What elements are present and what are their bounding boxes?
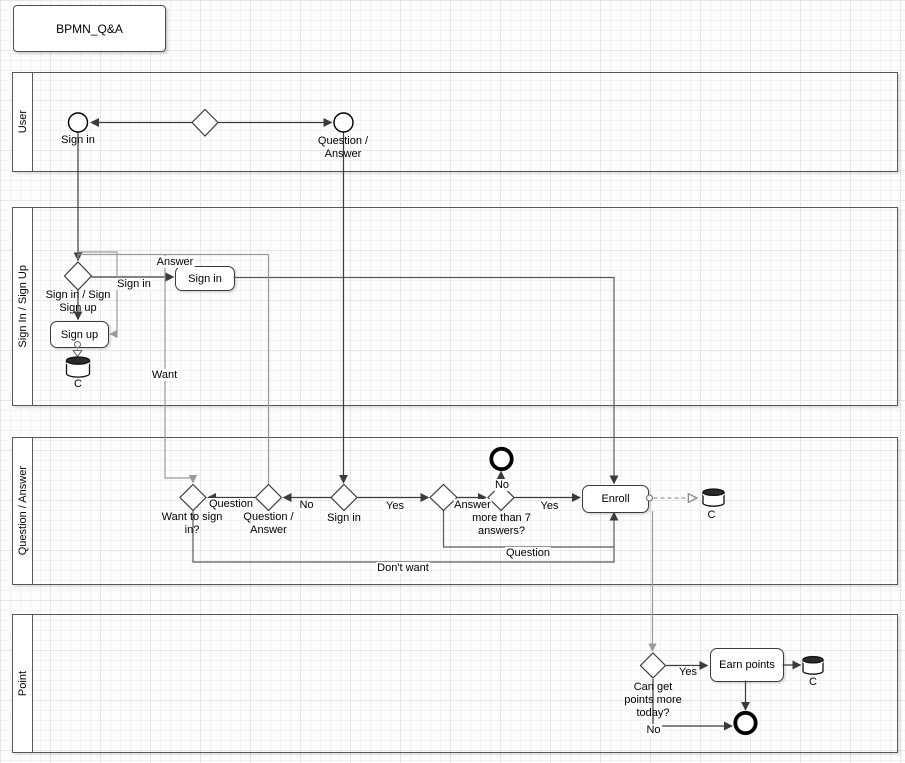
label-gateway-more-than-7: more than 7 answers? bbox=[472, 511, 531, 537]
task-enroll[interactable]: Enroll bbox=[582, 485, 649, 513]
task-earn-points-label: Earn points bbox=[719, 659, 775, 671]
diagram-title-box[interactable]: BPMN_Q&A bbox=[13, 5, 166, 52]
lane-point-header[interactable]: Point bbox=[13, 615, 33, 752]
edge-label-yes-points: Yes bbox=[678, 665, 698, 678]
edge-label-question-route: Question bbox=[504, 547, 552, 559]
edge-label-sign-in: Sign in bbox=[116, 277, 152, 290]
label-event-question-answer: Question / Answer bbox=[317, 135, 369, 160]
lane-user-header[interactable]: User bbox=[13, 73, 33, 171]
lane-question-answer-header[interactable]: Question / Answer bbox=[13, 438, 33, 584]
edge-label-yes-signed-in: Yes bbox=[385, 499, 405, 512]
end-event-answers[interactable] bbox=[489, 446, 514, 472]
association-source-dot bbox=[73, 340, 82, 349]
task-earn-points[interactable]: Earn points bbox=[710, 648, 784, 682]
edge-label-answer: Answer bbox=[453, 499, 492, 511]
edge-label-question: Question bbox=[207, 497, 255, 510]
end-event-points[interactable] bbox=[733, 710, 758, 736]
label-datastore-enroll: C bbox=[707, 508, 716, 521]
lane-point-label: Point bbox=[16, 670, 29, 697]
label-gateway-can-get-points: Can get points more today? bbox=[624, 680, 682, 719]
lane-sign-in-sign-up[interactable]: Sign In / Sign Up bbox=[12, 207, 898, 406]
datastore-points[interactable] bbox=[802, 655, 824, 675]
edge-side-to-sign-up[interactable] bbox=[78, 251, 118, 339]
gateway-sign-in-sign-up[interactable] bbox=[63, 261, 93, 291]
gateway-user[interactable] bbox=[191, 108, 219, 137]
label-datastore-points: C bbox=[809, 675, 817, 688]
label-gateway-want-to-sign-in: Want to sign in? bbox=[161, 511, 223, 536]
lane-question-answer-label: Question / Answer bbox=[16, 466, 29, 556]
start-event-sign-in[interactable] bbox=[67, 112, 89, 133]
edge-label-yes-answers: Yes bbox=[539, 499, 560, 512]
lane-question-answer[interactable]: Question / Answer bbox=[12, 437, 898, 585]
association-source-dot-enroll bbox=[645, 494, 654, 502]
edge-label-no-points: No bbox=[645, 723, 662, 736]
gateway-question-answer[interactable] bbox=[254, 483, 283, 512]
task-enroll-label: Enroll bbox=[601, 493, 630, 505]
edge-want-to-want-gateway[interactable] bbox=[164, 254, 198, 484]
gateway-question-or-answer[interactable] bbox=[429, 483, 458, 512]
lane-sign-in-sign-up-label: Sign In / Sign Up bbox=[16, 265, 29, 348]
edge-label-dont-want: Don't want bbox=[376, 561, 430, 574]
label-gateway-sign-in: Sign in bbox=[327, 511, 361, 524]
task-sign-in-label: Sign in bbox=[188, 272, 222, 285]
label-start-sign-in: Sign in bbox=[61, 134, 95, 146]
label-gateway-question-answer: Question / Answer bbox=[243, 511, 294, 536]
lane-user-label: User bbox=[16, 110, 29, 134]
label-datastore-sign-up: C bbox=[74, 378, 82, 390]
datastore-enroll[interactable] bbox=[702, 488, 725, 507]
gateway-can-get-points[interactable] bbox=[639, 652, 667, 679]
edge-sign-in-task-to-enroll[interactable] bbox=[233, 276, 619, 485]
task-sign-in[interactable]: Sign in bbox=[175, 266, 235, 291]
task-sign-up-label: Sign up bbox=[60, 328, 99, 341]
edge-label-answer-top: Answer bbox=[155, 255, 195, 268]
gateway-want-to-sign-in[interactable] bbox=[179, 483, 207, 512]
gateway-more-than-7[interactable] bbox=[487, 483, 515, 512]
lane-user[interactable]: User bbox=[12, 72, 898, 172]
gateway-sign-in[interactable] bbox=[330, 483, 358, 512]
event-question-answer[interactable] bbox=[333, 112, 354, 133]
edge-label-want: Want bbox=[150, 368, 179, 381]
lane-point[interactable]: Point bbox=[12, 614, 898, 753]
label-gateway-sign-in-sign-up: Sign in / Sign Sign up bbox=[45, 289, 111, 314]
association-open-arrow bbox=[72, 349, 83, 358]
edge-answer-return[interactable] bbox=[77, 253, 270, 485]
edge-label-no-answers: No bbox=[493, 478, 511, 491]
diagram-title: BPMN_Q&A bbox=[56, 21, 123, 36]
edge-label-no-signed-in: No bbox=[298, 499, 315, 511]
lane-sign-in-sign-up-header[interactable]: Sign In / Sign Up bbox=[13, 208, 33, 405]
datastore-sign-up[interactable] bbox=[65, 356, 91, 378]
